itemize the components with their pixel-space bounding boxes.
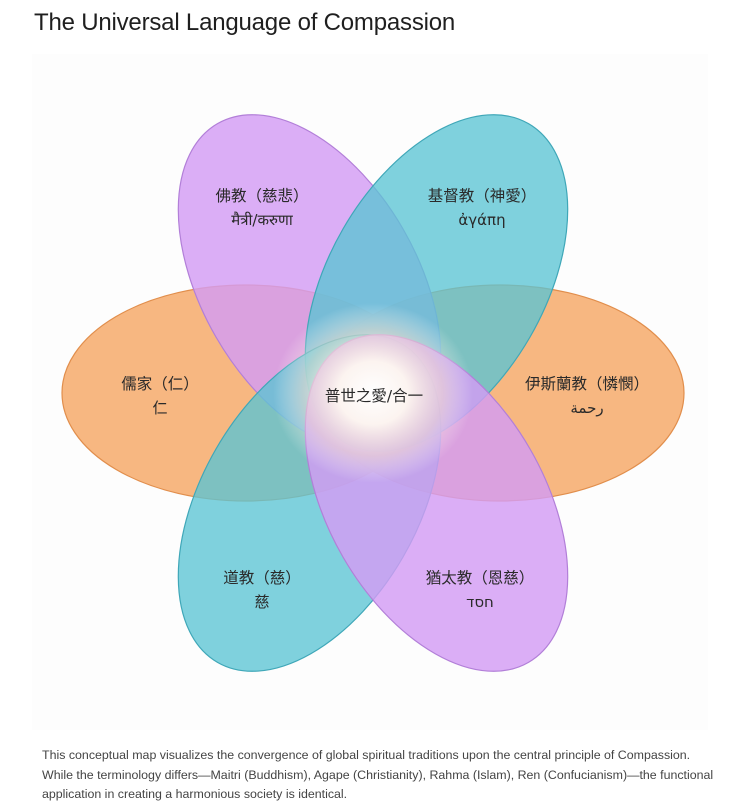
- label-islam: 伊斯蘭教（憐憫） رحمة: [525, 372, 649, 420]
- page-title: The Universal Language of Compassion: [34, 9, 456, 36]
- label-taoism: 道教（慈） 慈: [223, 566, 301, 614]
- figure-caption: This conceptual map visualizes the conve…: [42, 748, 714, 801]
- label-islam-name: 伊斯蘭教（憐憫）: [524, 375, 650, 393]
- label-confucianism-term: 仁: [152, 399, 168, 417]
- label-christianity: 基督教（神愛） ἀγάπη: [428, 184, 537, 232]
- center-label: 普世之愛/合一: [324, 387, 424, 405]
- label-judaism-name: 猶太教（恩慈）: [425, 569, 535, 587]
- label-judaism-term: חסד: [466, 593, 494, 611]
- label-christianity-name: 基督教（神愛）: [427, 187, 537, 205]
- label-islam-term: رحمة: [570, 399, 604, 417]
- label-confucianism: 儒家（仁） 仁: [121, 372, 199, 420]
- label-christianity-term: ἀγάπη: [458, 211, 506, 229]
- label-taoism-term: 慈: [254, 593, 270, 611]
- label-buddhism-name: 佛教（慈悲）: [215, 187, 309, 205]
- compassion-flower-diagram: [61, 114, 685, 672]
- label-buddhism: 佛教（慈悲） मैत्री/करुणा: [215, 184, 308, 232]
- center-glow: [273, 303, 473, 483]
- label-judaism: 猶太教（恩慈） חסד: [426, 566, 535, 614]
- label-confucianism-name: 儒家（仁）: [121, 375, 199, 393]
- label-taoism-name: 道教（慈）: [223, 569, 301, 587]
- label-buddhism-term: मैत्री/करुणा: [231, 211, 293, 229]
